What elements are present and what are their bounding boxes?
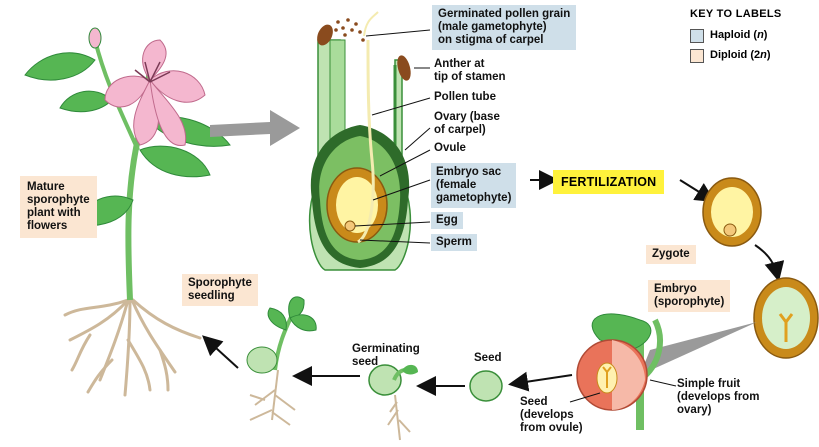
label-embryo: Embryo (sporophyte)	[648, 280, 730, 312]
embryo-illustration	[754, 278, 818, 358]
haploid-key-label: Haploid (n)	[710, 29, 767, 41]
label-germinating-seed: Germinating seed	[352, 343, 420, 369]
seedling-illustration	[247, 297, 316, 425]
label-pollen-tube: Pollen tube	[434, 91, 496, 104]
label-egg: Egg	[431, 212, 463, 229]
zygote-illustration	[703, 178, 761, 246]
label-pollen-grain: Germinated pollen grain (male gametophyt…	[432, 5, 576, 50]
label-zygote: Zygote	[646, 245, 696, 264]
label-seedling: Sporophyte seedling	[182, 274, 258, 306]
label-ovary: Ovary (base of carpel)	[434, 111, 500, 137]
fruit-to-seed-arrow	[512, 375, 572, 384]
label-sperm: Sperm	[431, 234, 477, 251]
diploid-key-label: Diploid (2n)	[710, 49, 771, 61]
label-simple-fruit: Simple fruit (develops from ovary)	[677, 378, 759, 417]
germinating-seed-illustration	[369, 365, 418, 440]
flower-bud	[89, 28, 101, 48]
pollen-dots	[334, 18, 365, 42]
label-anther: Anther at tip of stamen	[434, 58, 506, 84]
fertilization-banner: FERTILIZATION	[553, 170, 664, 194]
key-title: KEY TO LABELS	[690, 8, 782, 20]
label-seed: Seed	[474, 352, 502, 365]
seedling-to-mature-arrow	[205, 338, 238, 368]
label-ovule: Ovule	[434, 142, 466, 155]
label-seed-from-ovule: Seed (develops from ovule)	[520, 396, 583, 435]
carpel-cross-section	[310, 12, 414, 270]
haploid-swatch	[690, 29, 704, 43]
label-embryo-sac: Embryo sac (female gametophyte)	[431, 163, 516, 208]
simple-fruit-illustration	[577, 314, 660, 430]
mature-plant-roots	[65, 300, 200, 395]
label-mature-plant: Mature sporophyte plant with flowers	[20, 176, 97, 238]
zygote-to-embryo-arrow	[755, 245, 778, 278]
seed-illustration	[470, 371, 502, 401]
diploid-swatch	[690, 49, 704, 63]
egg-cell	[345, 221, 355, 231]
